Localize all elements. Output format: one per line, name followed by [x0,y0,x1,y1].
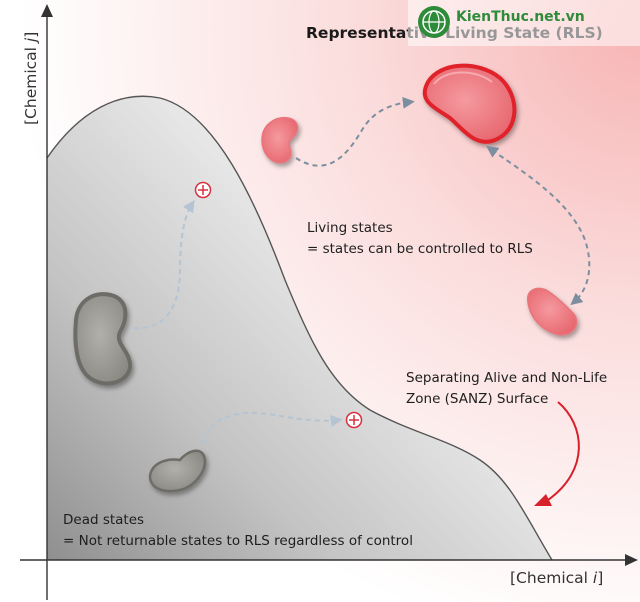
failed-arrow-from-dead-large [133,200,195,330]
dead-cell-small [148,449,207,493]
watermark-text: KienThuc.net.vn [456,9,585,25]
y-axis-label: [Chemical j] [22,32,40,125]
sanz-label-line2: Zone (SANZ) Surface [406,391,549,407]
sanz-pointer-arrowhead [534,494,552,506]
living-states-definition: = states can be controlled to RLS [307,241,533,257]
y-axis-prefix: [Chemical [22,42,40,125]
x-axis-suffix: ] [597,569,604,587]
dead-zone-region [47,96,552,561]
transition-arrow-rls-right [486,145,591,306]
y-axis-arrowhead [41,4,53,17]
living-cell-top [261,117,299,164]
globe-logo-icon [418,6,450,38]
sanz-pointer-arrow [547,401,580,501]
x-axis-prefix: [Chemical [510,569,593,587]
dead-states-definition: = Not returnable states to RLS regardles… [63,533,413,549]
transition-arrow-to-rls [295,96,415,167]
living-states-label: Living states = states can be controlled… [307,218,533,260]
living-states-title: Living states [307,220,393,236]
x-axis-arrowhead [625,554,638,566]
watermark: KienThuc.net.vn [408,0,640,46]
x-axis-var: i [592,569,598,587]
sanz-label-line1: Separating Alive and Non-Life [406,370,608,386]
inhibit-mark-upper [194,181,212,199]
sanz-surface-curve [46,95,553,561]
x-axis-label: [Chemical i] [510,569,603,587]
y-axis-suffix: ] [22,31,40,38]
sanz-surface-label: Separating Alive and Non-Life Zone (SANZ… [406,368,607,410]
inhibit-mark-lower [345,411,363,429]
rls-cell [422,63,517,144]
dead-states-title: Dead states [63,512,145,528]
dead-states-label: Dead states = Not returnable states to R… [63,510,413,552]
y-axis-var: j [22,37,40,43]
dead-cell-large [73,292,133,386]
